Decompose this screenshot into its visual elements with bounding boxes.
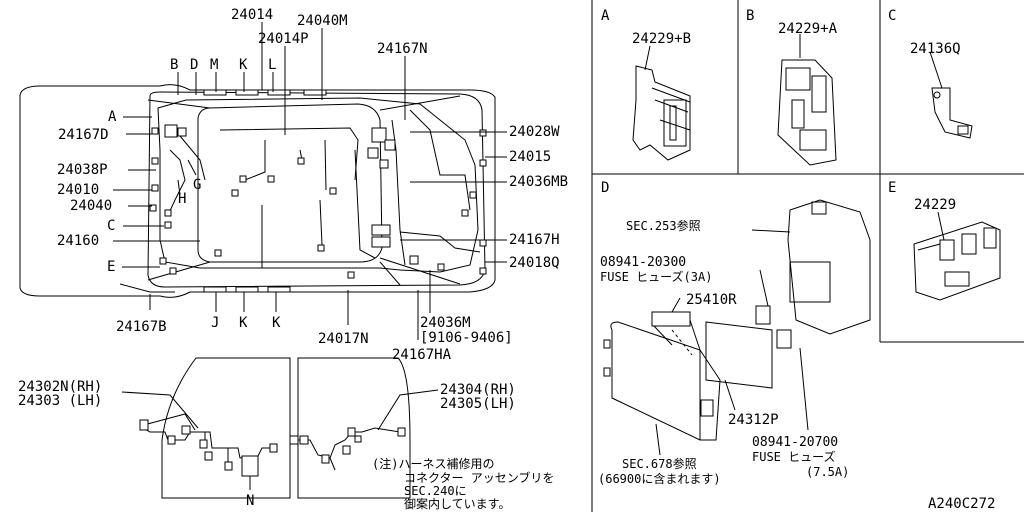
letter-k-bottom-1: K (239, 315, 248, 331)
label-24036mb: 24036MB (509, 174, 569, 190)
panel-d-sec678: SEC.678参照 (622, 457, 697, 471)
note-line-1: (注)ハーネス補修用の (372, 457, 495, 471)
letter-d: D (190, 57, 199, 73)
letter-g: G (193, 177, 202, 193)
letter-k: K (239, 57, 248, 73)
label-24014p: 24014P (258, 31, 309, 47)
label-24305: 24305(LH) (440, 396, 516, 412)
label-24302n: 24302N(RH) (18, 379, 103, 395)
label-24167b: 24167B (116, 319, 167, 335)
label-24036m: 24036M (420, 315, 471, 331)
panel-b-part: 24229+A (778, 21, 838, 37)
letter-b: B (170, 57, 179, 73)
label-24014: 24014 (231, 7, 274, 23)
label-24167ha: 24167HA (392, 347, 452, 363)
note-line-4: 御案内しています。 (404, 497, 511, 511)
letter-k-bottom-2: K (272, 315, 281, 331)
panel-d-66900: (66900に含まれます) (598, 472, 721, 486)
panel-e-part: 24229 (914, 197, 957, 213)
label-24040m: 24040M (297, 13, 348, 29)
label-24167n: 24167N (377, 41, 428, 57)
panel-d-fuse75-number: 08941-20700 (752, 435, 839, 450)
label-24015: 24015 (509, 149, 552, 165)
panel-d-24312p: 24312P (728, 412, 779, 428)
panel-e-letter: E (888, 180, 897, 196)
label-24304: 24304(RH) (440, 382, 516, 398)
panel-d-fuse75-text: FUSE ヒューズ (752, 450, 836, 464)
letter-c: C (107, 218, 116, 234)
panel-c-part: 24136Q (910, 41, 961, 57)
label-date-range: [9106-9406] (420, 330, 513, 346)
note-line-3: SEC.240に (404, 484, 467, 498)
label-24017n: 24017N (318, 331, 369, 347)
letter-a: A (108, 109, 117, 125)
panel-c-letter: C (888, 8, 897, 24)
label-24018q: 24018Q (509, 255, 560, 271)
letter-h: H (178, 191, 187, 207)
label-24167d: 24167D (58, 127, 109, 143)
panel-d-fuse75-amp: (7.5A) (806, 465, 850, 479)
panel-d-letter: D (601, 180, 610, 196)
label-24028w: 24028W (509, 124, 560, 140)
label-24167h: 24167H (509, 232, 560, 248)
footer-code: A240C272 (928, 496, 996, 512)
label-24038p: 24038P (57, 162, 108, 178)
label-24160: 24160 (57, 233, 100, 249)
letter-j: J (211, 315, 220, 331)
panel-b-letter: B (746, 8, 755, 24)
panel-a-part: 24229+B (632, 31, 692, 47)
label-24010: 24010 (57, 182, 100, 198)
panel-d-fuse3a-text: FUSE ヒューズ(3A) (600, 270, 713, 284)
letter-e: E (107, 259, 116, 275)
panel-a-letter: A (601, 8, 610, 24)
label-24040: 24040 (70, 198, 113, 214)
label-24303: 24303 (LH) (18, 393, 103, 409)
letter-n: N (246, 493, 255, 509)
letter-l: L (268, 57, 277, 73)
panel-d-fuse3a-number: 08941-20300 (600, 255, 687, 270)
panel-d-sec253: SEC.253参照 (626, 219, 701, 233)
panel-d-25410r: 25410R (686, 292, 737, 308)
note-line-2: コネクター アッセンブリを (404, 471, 555, 485)
letter-m: M (210, 57, 219, 73)
